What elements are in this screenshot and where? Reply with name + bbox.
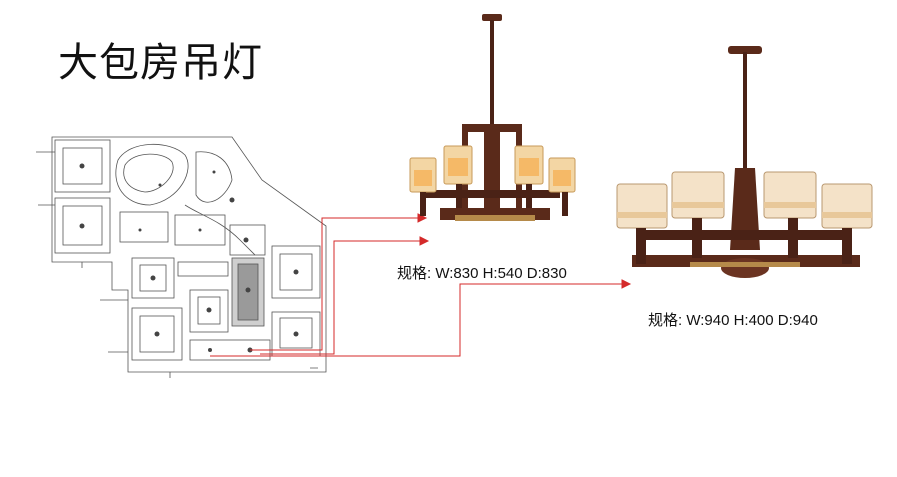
room-mid-left [131,257,175,299]
leader-line-a [250,217,418,351]
spec-label-product-2: 规格: W:940 H:400 D:940 [648,312,818,329]
room-left [54,197,111,254]
leader-lines [210,213,632,357]
room-right [271,245,321,299]
leader-line-c [210,283,622,357]
spec-label-product-1: 规格: W:830 H:540 D:830 [397,265,567,282]
plan-outline [51,136,327,373]
page-title: 大包房吊灯 [58,40,263,86]
room-top-left [54,139,111,193]
leader-line-b [260,240,420,355]
room-center [189,289,229,333]
room-bottom-left [131,307,183,361]
